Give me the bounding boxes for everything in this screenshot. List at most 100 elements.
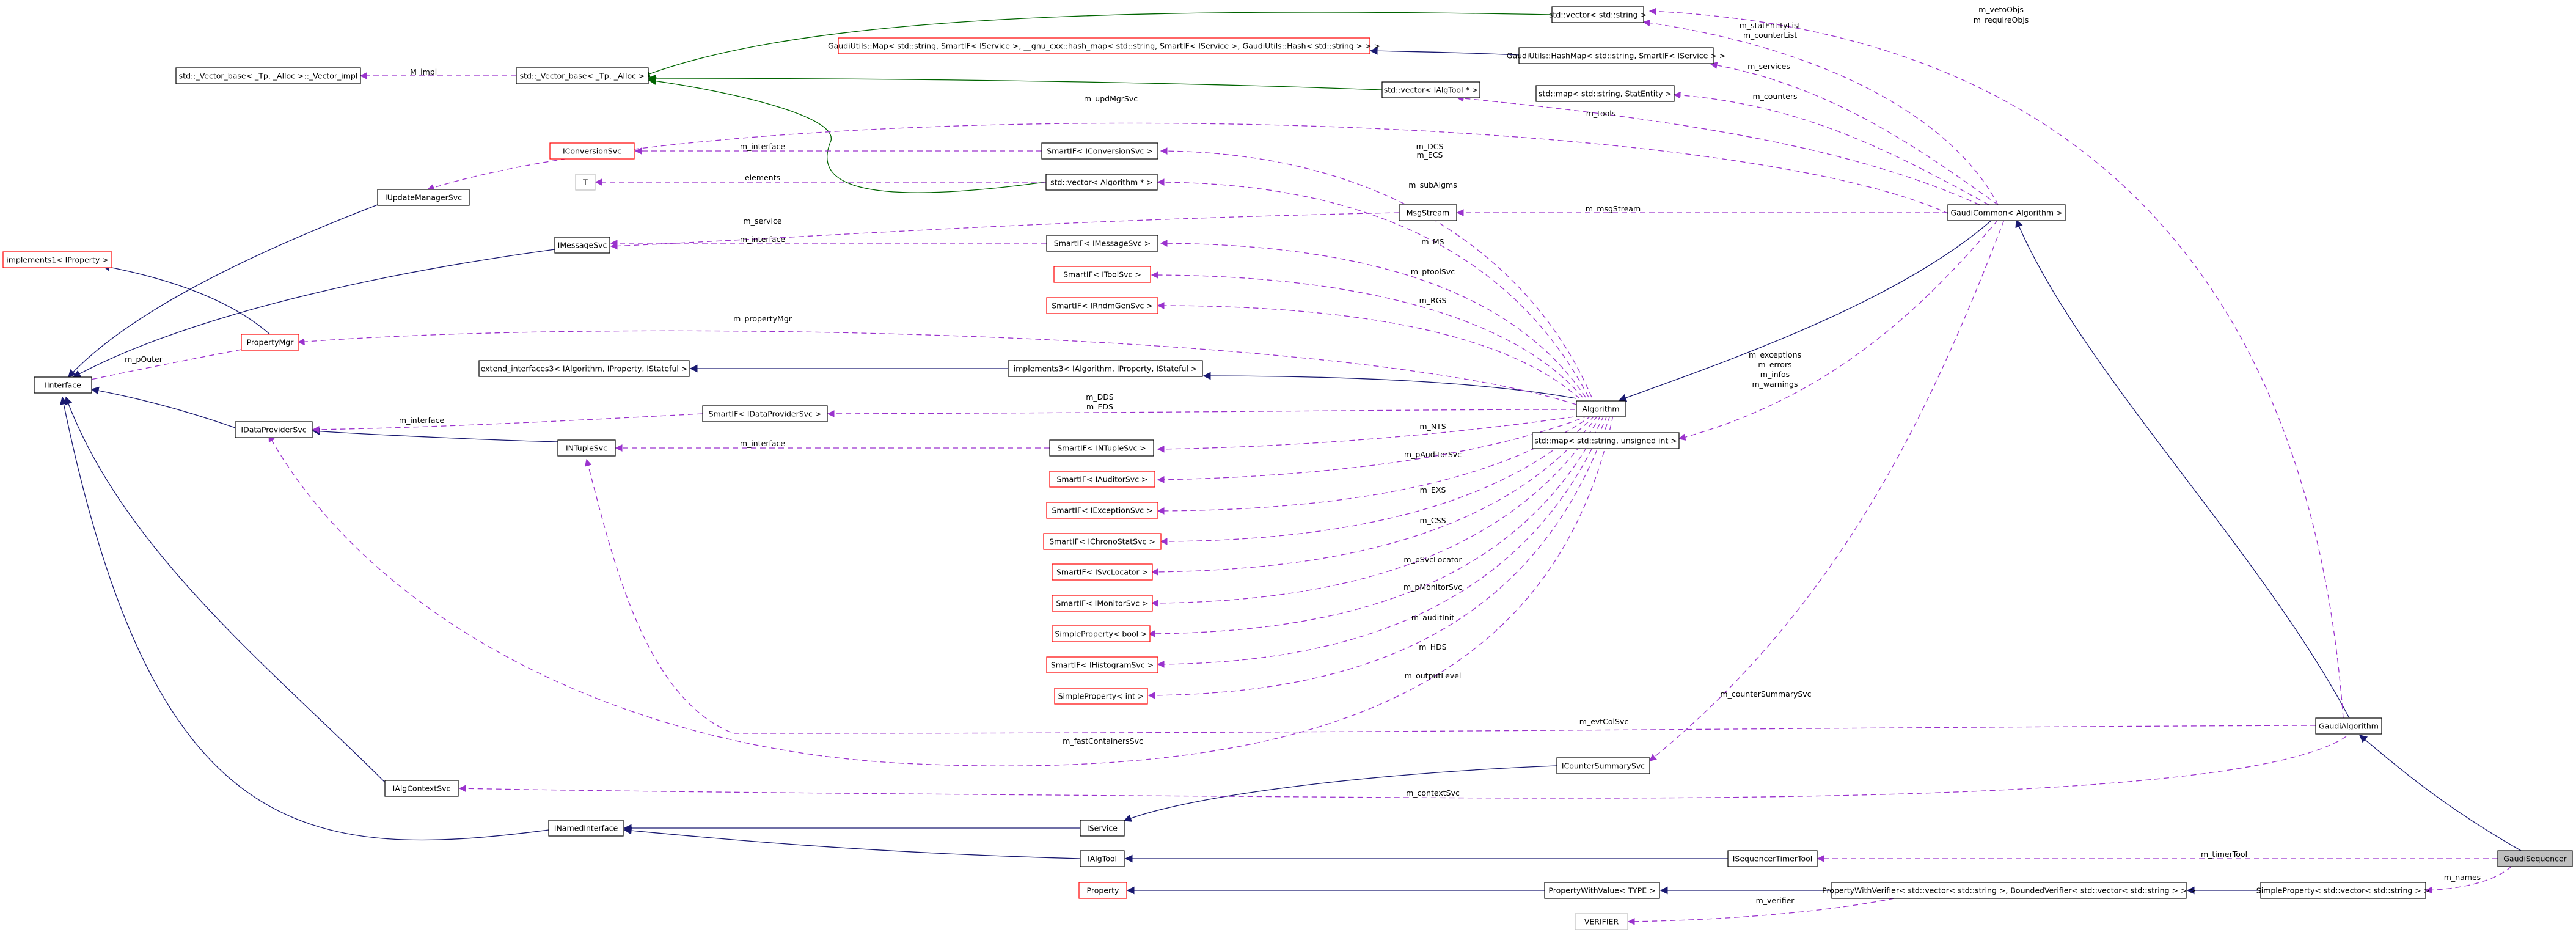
node-propertywithvalue[interactable]: PropertyWithValue< TYPE > [1544,882,1660,899]
edge-sequencer-inherits-gaudialgorithm [2359,735,2522,851]
label-m-hds: m_HDS [1419,642,1446,651]
node-ialgcontextsvc[interactable]: IAlgContextSvc [384,780,459,797]
node-smartif-intuplesvc[interactable]: SmartIF< INTupleSvc > [1049,439,1154,457]
edge-verifier-mverifier [1627,898,1895,925]
label-m-dcs: m_DCS [1416,142,1444,151]
node-property[interactable]: Property [1078,882,1127,899]
label-m-interface-dp: m_interface [399,416,444,425]
node-gaudiutils-hashmap[interactable]: GaudiUtils::HashMap< std::string, SmartI… [1507,47,1725,64]
node-propertywithverifier[interactable]: PropertyWithVerifier< std::vector< std::… [1822,882,2196,899]
edge-algorithm-dcs [1160,147,1592,398]
node-icountersummarysvc[interactable]: ICounterSummarySvc [1556,757,1650,774]
svg-text:std::vector< std::string >: std::vector< std::string > [1549,10,1647,20]
label-m-propertymgr: m_propertyMgr [733,314,792,323]
node-gaudiutils-map[interactable]: GaudiUtils::Map< std::string, SmartIF< I… [828,37,1380,54]
node-simpleproperty-vector[interactable]: SimpleProperty< std::vector< std::string… [2256,882,2430,899]
edge-gaudicommon-services [1710,62,1999,205]
label-m-verifier: m_verifier [1756,896,1795,905]
node-propertymgr[interactable]: PropertyMgr [241,334,299,351]
label-m-service: m_service [743,216,782,226]
label-m-warnings: m_warnings [1752,380,1798,389]
node-isequencertimertool[interactable]: ISequencerTimerTool [1727,850,1818,867]
node-idataprovidersvc[interactable]: IDataProviderSvc [235,421,313,438]
node-extend-interfaces3[interactable]: extend_interfaces3< IAlgorithm, IPropert… [478,360,690,377]
edge-algorithm-rgs [1157,302,1580,399]
node-map-statentity[interactable]: std::map< std::string, StatEntity > [1535,85,1675,102]
node-smartif-imonitorsvc[interactable]: SmartIF< IMonitorSvc > [1052,595,1153,612]
node-vector-base[interactable]: std::_Vector_base< _Tp, _Alloc > [516,67,649,84]
node-gaudicommon-algorithm[interactable]: GaudiCommon< Algorithm > [1947,204,2066,221]
label-m-errors: m_errors [1758,360,1791,369]
label-m-services: m_services [1747,62,1790,71]
svg-text:std::vector< Algorithm * >: std::vector< Algorithm * > [1050,178,1153,187]
node-vector-impl[interactable]: std::_Vector_base< _Tp, _Alloc >::_Vecto… [175,67,361,84]
node-inamedinterface[interactable]: INamedInterface [548,820,624,837]
node-implements3[interactable]: implements3< IAlgorithm, IProperty, ISta… [1008,360,1203,377]
node-iservice[interactable]: IService [1080,820,1125,837]
node-smartif-imessagesvc[interactable]: SmartIF< IMessageSvc > [1046,235,1158,252]
edge-ialgtool-inherits-inamed [623,826,1081,859]
svg-text:SmartIF< IToolSvc >: SmartIF< IToolSvc > [1063,270,1141,279]
node-gaudi-algorithm[interactable]: GaudiAlgorithm [2315,717,2382,735]
node-ialgtool[interactable]: IAlgTool [1080,850,1125,867]
edge-propertymgr-pouter [78,349,242,384]
edge-smartif-dataprovider-interface [312,413,703,433]
edge-gaudicommon-statentity [1642,19,1999,205]
label-m-vetoobjs: m_vetoObjs [1978,5,2024,14]
node-iconversionsvc[interactable]: IConversionSvc [549,142,635,160]
node-smartif-iexceptionsvc[interactable]: SmartIF< IExceptionSvc > [1046,502,1158,519]
node-vector-algorithm[interactable]: std::vector< Algorithm * > [1045,174,1158,191]
edge-hashmap-inherits-map [1369,46,1520,56]
svg-text:IInterface: IInterface [45,381,81,390]
node-map-unsigned[interactable]: std::map< std::string, unsigned int > [1532,432,1680,449]
svg-text:ICounterSummarySvc: ICounterSummarySvc [1562,761,1645,771]
node-smartif-idataprovidersvc[interactable]: SmartIF< IDataProviderSvc > [702,405,828,422]
svg-text:ISequencerTimerTool: ISequencerTimerTool [1733,854,1813,864]
edge-algorithm-outputlevel [1147,415,1611,699]
label-m-auditinit: m_auditInit [1411,613,1454,622]
node-smartif-irndmgensvc[interactable]: SmartIF< IRndmGenSvc > [1046,297,1158,314]
node-smartif-iauditorsvc[interactable]: SmartIF< IAuditorSvc > [1049,471,1155,488]
label-m-names: m_names [2444,873,2481,882]
node-smartif-ichronostatsvc[interactable]: SmartIF< IChronoStatSvc > [1043,533,1162,550]
edge-vector-algorithm-to-vector-base [648,77,1045,193]
node-smartif-iconversionsvc[interactable]: SmartIF< IConversionSvc > [1041,142,1158,160]
node-smartif-ihistogramsvc[interactable]: SmartIF< IHistogramSvc > [1046,656,1158,673]
edge-algorithm-fastcontainers [268,415,1614,766]
node-vector-ialgtool[interactable]: std::vector< IAlgTool * > [1381,81,1480,98]
label-m-pmonitorsvc: m_pMonitorSvc [1403,582,1462,592]
node-smartif-isvclocator[interactable]: SmartIF< ISvcLocator > [1052,563,1153,581]
node-implements1-iproperty[interactable]: implements1< IProperty > [2,251,112,268]
node-iinterface[interactable]: IInterface [34,376,92,394]
svg-text:SmartIF< INTupleSvc >: SmartIF< INTupleSvc > [1057,444,1146,453]
label-m-exceptions: m_exceptions [1749,350,1801,359]
edge-gaudicommon-errors [1678,219,1999,441]
node-smartif-itoolsvc[interactable]: SmartIF< IToolSvc > [1053,266,1151,283]
label-m-pouter: m_pOuter [125,354,163,364]
node-algorithm[interactable]: Algorithm [1576,400,1626,417]
node-simpleproperty-bool[interactable]: SimpleProperty< bool > [1052,625,1151,642]
node-msgstream[interactable]: MsgStream [1399,204,1457,221]
node-iupdatemanagersvc[interactable]: IUpdateManagerSvc [377,189,470,206]
svg-text:Algorithm: Algorithm [1582,405,1619,414]
node-intuplesvc[interactable]: INTupleSvc [557,439,616,457]
label-m-interface-nt: m_interface [740,439,785,448]
label-m-ms: m_MS [1421,237,1444,246]
svg-text:SmartIF< IExceptionSvc >: SmartIF< IExceptionSvc > [1052,506,1153,515]
label-m-exs: m_EXS [1420,485,1446,494]
svg-text:GaudiCommon< Algorithm >: GaudiCommon< Algorithm > [1950,208,2062,218]
node-imessagesvc[interactable]: IMessageSvc [554,237,610,254]
edge-algorithm-auditinit [1147,415,1605,637]
node-gaudi-sequencer[interactable]: GaudiSequencer [2497,850,2573,867]
node-vector-string[interactable]: std::vector< std::string > [1549,6,1647,23]
edge-intuple-inherits-dataprovider [312,427,558,442]
node-t-param[interactable]: T [575,174,596,191]
label-m-counterlist: m_counterList [1743,31,1797,40]
node-verifier[interactable]: VERIFIER [1575,913,1628,930]
edge-msgstream-service [610,212,1400,250]
svg-text:IService: IService [1087,824,1118,833]
svg-text:SmartIF< IHistogramSvc >: SmartIF< IHistogramSvc > [1051,661,1154,670]
label-m-pauditorsvc: m_pAuditorSvc [1404,450,1462,459]
node-simpleproperty-int[interactable]: SimpleProperty< int > [1054,688,1148,705]
edge-gaudicommon-counters [1673,91,1989,205]
